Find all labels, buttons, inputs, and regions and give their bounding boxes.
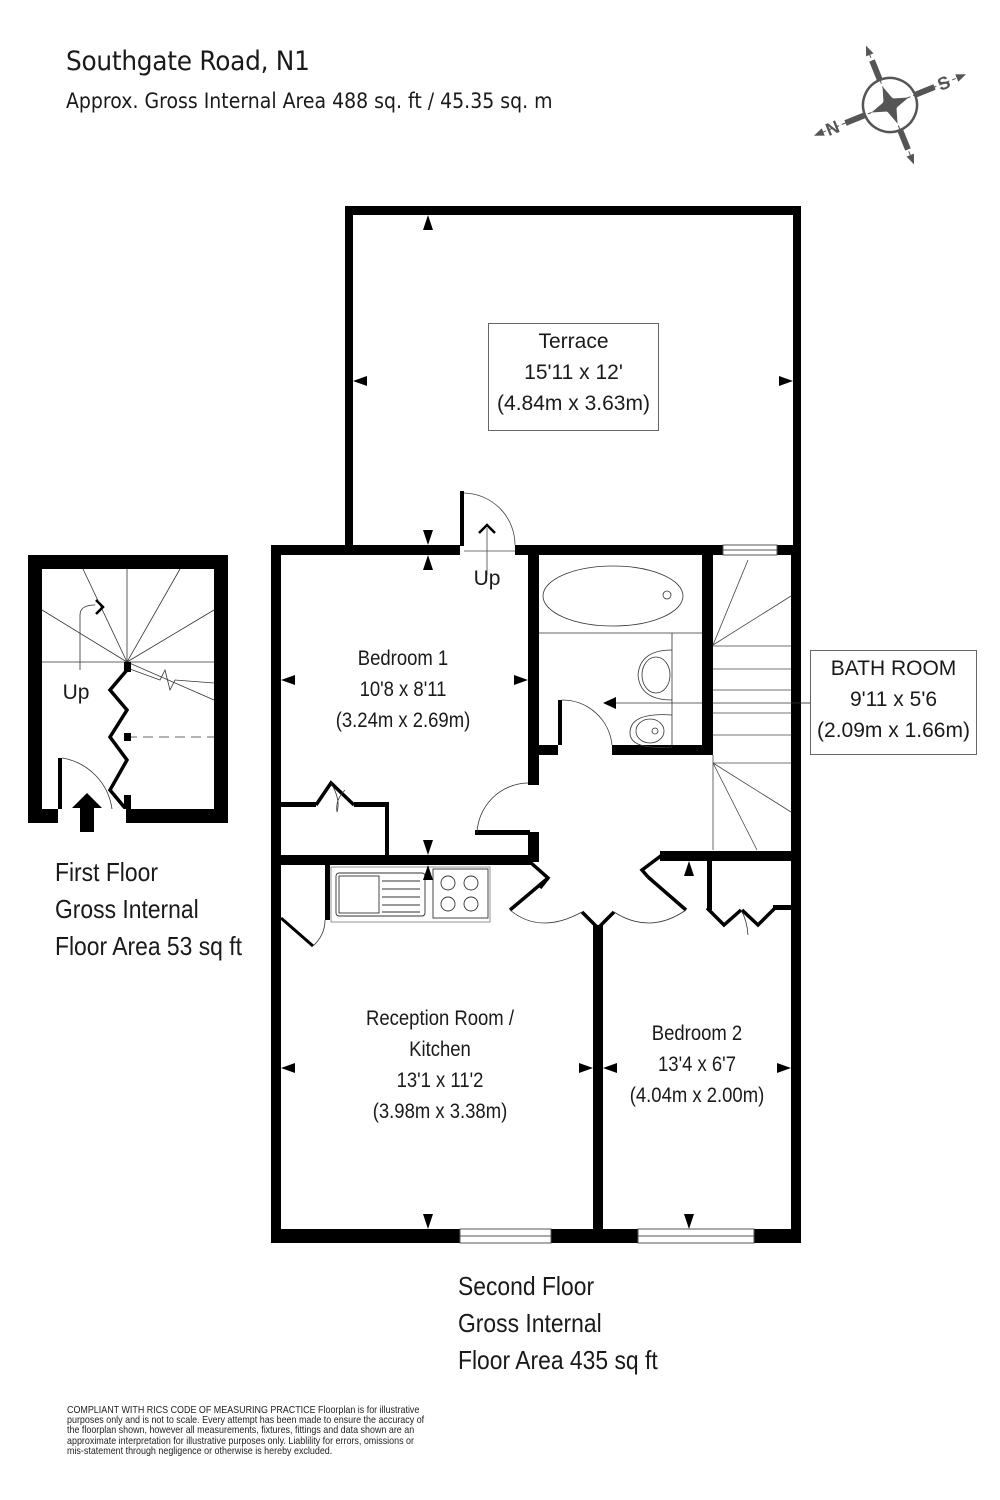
room-metric: (4.04m x 2.00m) (629, 1084, 765, 1107)
second-floor-plan: Up (271, 206, 810, 1244)
room-imperial: 9'11 x 5'6 (849, 688, 938, 711)
disclaimer-text: COMPLIANT WITH RICS CODE OF MEASURING PR… (67, 1405, 425, 1457)
room-metric: (4.84m x 3.63m) (497, 392, 650, 415)
second-floor-area-note: Second Floor Gross Internal Floor Area 4… (458, 1268, 658, 1379)
page-title: Southgate Road, N1 (66, 46, 310, 77)
room-metric: (3.24m x 2.69m) (335, 709, 471, 732)
room-metric: (3.98m x 3.38m) (372, 1100, 508, 1123)
room-label-reception-kitchen: Reception Room / Kitchen 13'1 x 11'2 (3.… (343, 1003, 537, 1127)
room-label-terrace: Terrace 15'11 x 12' (4.84m x 3.63m) (488, 323, 659, 431)
compass-south-label: S (934, 72, 953, 95)
compass-icon: N S (813, 45, 967, 165)
room-name: BATH ROOM (830, 657, 957, 680)
room-name-line1: Reception Room / (366, 1007, 514, 1030)
room-label-bedroom-1: Bedroom 1 10'8 x 8'11 (3.24m x 2.69m) (315, 643, 491, 736)
room-label-bedroom-2: Bedroom 2 13'4 x 6'7 (4.04m x 2.00m) (609, 1018, 785, 1111)
room-imperial: 10'8 x 8'11 (359, 678, 447, 701)
first-floor-up-label: Up (63, 681, 90, 704)
room-imperial: 15'11 x 12' (524, 361, 623, 384)
floor-gross-label: Gross Internal (458, 1308, 602, 1338)
compass-north-label: N (823, 117, 843, 140)
room-label-bathroom: BATH ROOM 9'11 x 5'6 (2.09m x 1.66m) (810, 650, 977, 755)
room-name: Bedroom 1 (357, 647, 449, 670)
room-imperial: 13'4 x 6'7 (658, 1053, 736, 1076)
room-name: Terrace (538, 330, 609, 353)
terrace-up-arrow-icon (478, 523, 496, 534)
first-floor-area-note: First Floor Gross Internal Floor Area 53… (55, 854, 242, 965)
floor-name: Second Floor (458, 1271, 595, 1301)
room-name-line2: Kitchen (409, 1038, 471, 1061)
floor-name: First Floor (55, 857, 158, 887)
floor-area: Floor Area 435 sq ft (458, 1345, 658, 1375)
room-imperial: 13'1 x 11'2 (396, 1069, 484, 1092)
floor-gross-label: Gross Internal (55, 894, 199, 924)
room-metric: (2.09m x 1.66m) (817, 719, 970, 742)
first-floor-plan: Up (28, 555, 228, 832)
stair-direction-arrow-icon (95, 599, 105, 615)
entrance-arrow-icon (72, 793, 102, 832)
gross-area-subtitle: Approx. Gross Internal Area 488 sq. ft /… (66, 89, 553, 113)
floor-area: Floor Area 53 sq ft (55, 931, 242, 961)
terrace-up-label: Up (474, 567, 501, 590)
room-name: Bedroom 2 (651, 1022, 743, 1045)
